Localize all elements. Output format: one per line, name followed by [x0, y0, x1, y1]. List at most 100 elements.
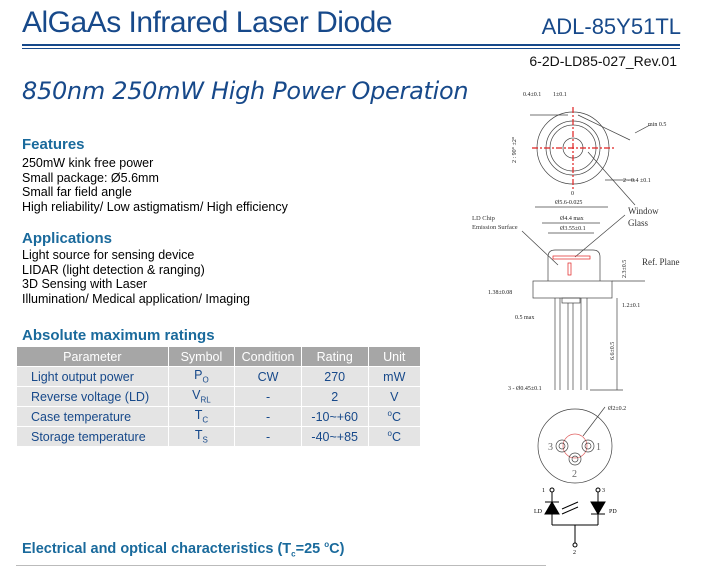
column-header: Rating	[301, 347, 368, 366]
rating-cell: 2	[301, 386, 368, 406]
column-header: Unit	[368, 347, 420, 366]
dim-label: 2.3±0.5	[622, 260, 628, 278]
symbol-cell: VRL	[168, 386, 235, 406]
feature-item: Small package: Ø5.6mm	[22, 170, 159, 185]
dim-label: Ø4.4 max	[560, 216, 584, 222]
condition-cell: -	[235, 426, 301, 446]
dim-label: 0	[571, 191, 574, 197]
symbol: T	[194, 408, 203, 423]
dim-label: 1.38±0.08	[488, 290, 512, 296]
table-row: Storage temperature TS - -40~+85 oC	[17, 426, 420, 446]
electrical-heading: Electrical and optical characteristics (…	[22, 540, 344, 559]
dim-label: Ø5.6-0.025	[555, 200, 582, 206]
condition-cell: -	[235, 406, 301, 426]
heading-text: Electrical and optical characteristics (…	[22, 540, 292, 557]
ld-label: LD	[534, 509, 543, 515]
unit-cell: oC	[368, 426, 420, 446]
feature-item: Small far field angle	[22, 185, 132, 199]
dim-label: 0.4±0.1	[523, 92, 541, 98]
heading-text: =25	[295, 540, 325, 557]
bottom-rule	[16, 565, 546, 566]
ratings-heading: Absolute maximum ratings	[22, 327, 215, 344]
dim-label: 3 - Ø0.45±0.1	[508, 386, 542, 392]
pin-label: 1	[542, 488, 545, 494]
ref-plane-label: Ref. Plane	[642, 257, 680, 267]
product-subtitle: 850nm 250mW High Power Operation	[22, 77, 469, 105]
dim-label: Ø2±0.2	[608, 406, 626, 412]
heading-superscript: o	[324, 540, 330, 549]
column-header: Parameter	[17, 347, 168, 366]
applications-heading: Applications	[22, 230, 113, 247]
heading-text: C)	[329, 540, 345, 557]
pin-label: 2	[572, 469, 577, 480]
window-glass-label: Window	[628, 206, 659, 216]
dim-label: 0.5 max	[515, 315, 534, 321]
features-list: 250mW kink free power Small package: Ø5.…	[22, 156, 288, 214]
unit-superscript: o	[387, 428, 392, 438]
unit: mW	[383, 370, 406, 385]
parameter-cell: Reverse voltage (LD)	[17, 386, 168, 406]
symbol-subscript: RL	[200, 395, 211, 405]
dim-label: 1±0.1	[553, 92, 567, 98]
unit-cell: mW	[368, 366, 420, 386]
dim-label: 2 - 0.4 ±0.1	[623, 178, 651, 184]
bottom-view: Ø2±0.2 3 1 2	[537, 406, 626, 484]
pin-schematic: 1 3 2 LD PD	[534, 487, 617, 556]
parameter-cell: Light output power	[17, 366, 168, 386]
side-view: Ø5.6-0.025 Ø4.4 max Ø3.55±0.1 Window Gla…	[472, 200, 680, 392]
symbol-subscript: C	[202, 415, 209, 425]
unit-cell: V	[368, 386, 420, 406]
pin-label: 1	[596, 442, 601, 453]
feature-item: High reliability/ Low astigmatism/ High …	[22, 199, 288, 214]
package-drawing: 0.4±0.1 1±0.1 min 0.5 2 - 0.4 ±0.1 2 : 9…	[472, 92, 680, 556]
product-title: AlGaAs Infrared Laser Diode	[22, 6, 393, 39]
photodiode-icon	[590, 501, 606, 515]
symbol: T	[194, 428, 203, 443]
column-header: Condition	[235, 347, 301, 366]
pin-label: 3	[548, 442, 553, 453]
application-item: Illumination/ Medical application/ Imagi…	[22, 291, 250, 306]
rating-cell: 270	[301, 366, 368, 386]
condition-cell: -	[235, 386, 301, 406]
symbol-subscript: O	[202, 375, 209, 385]
document-number: 6-2D-LD85-027_Rev.01	[529, 53, 677, 69]
rating-cell: -40~+85	[301, 426, 368, 446]
pin-label: 3	[602, 488, 605, 494]
unit: C	[391, 410, 401, 425]
window-glass-label: Glass	[628, 218, 648, 228]
dim-label: min 0.5	[648, 122, 666, 128]
symbol: V	[192, 388, 201, 403]
application-item: Light source for sensing device	[22, 248, 195, 262]
pd-label: PD	[609, 509, 617, 515]
dim-label: Ø3.55±0.1	[560, 226, 586, 232]
pin-label: 2	[573, 550, 576, 556]
unit-cell: oC	[368, 406, 420, 426]
symbol-cell: PO	[168, 366, 235, 386]
part-number: ADL-85Y51TL	[541, 14, 681, 39]
features-heading: Features	[22, 136, 85, 153]
condition-cell: CW	[235, 366, 301, 386]
feature-item: 250mW kink free power	[22, 156, 154, 170]
laser-diode-icon	[544, 501, 560, 515]
symbol: P	[194, 368, 203, 383]
top-view: 0.4±0.1 1±0.1 min 0.5 2 - 0.4 ±0.1 2 : 9…	[511, 92, 666, 206]
chip-label: LD Chip	[472, 215, 495, 222]
parameter-cell: Storage temperature	[17, 426, 168, 446]
ratings-table: Parameter Symbol Condition Rating Unit L…	[16, 347, 421, 446]
table-row: Case temperature TC - -10~+60 oC	[17, 406, 420, 426]
unit: V	[390, 390, 399, 405]
application-item: LIDAR (light detection & ranging)	[22, 262, 205, 277]
dim-label: 6.6±0.5	[610, 342, 616, 360]
heading-subscript: c	[291, 549, 296, 559]
rating-cell: -10~+60	[301, 406, 368, 426]
column-header: Symbol	[168, 347, 235, 366]
title-rule	[22, 44, 680, 46]
unit: C	[391, 430, 401, 445]
symbol-cell: TS	[168, 426, 235, 446]
dim-label: 1.2±0.1	[622, 303, 640, 309]
application-item: 3D Sensing with Laser	[22, 277, 148, 291]
dim-label: 2 : 90° ±2°	[511, 136, 518, 163]
table-row: Reverse voltage (LD) VRL - 2 V	[17, 386, 420, 406]
table-row: Light output power PO CW 270 mW	[17, 366, 420, 386]
